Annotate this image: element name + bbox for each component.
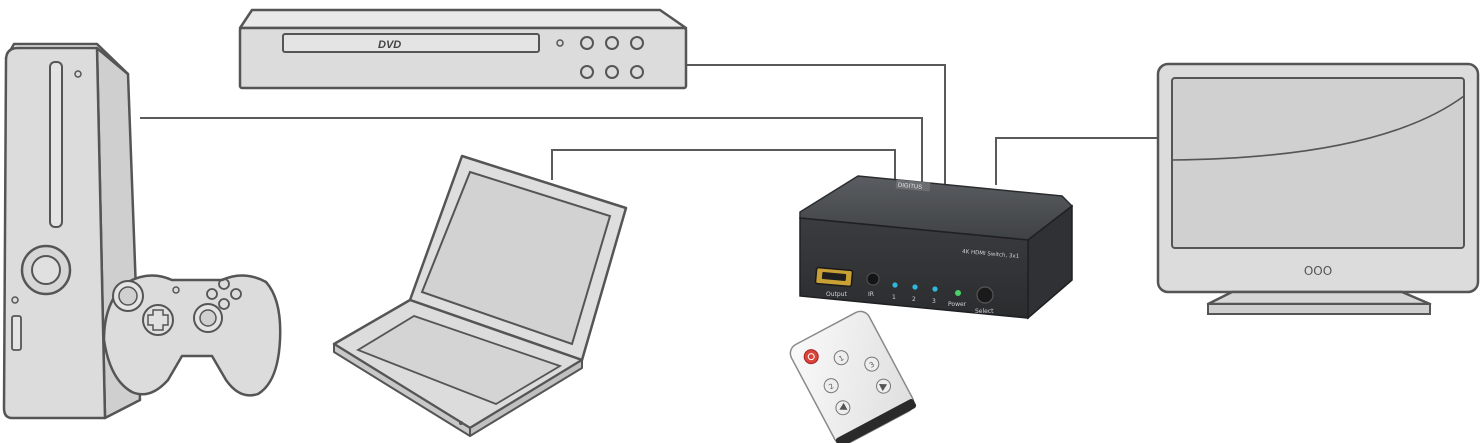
laptop: [332, 154, 628, 437]
remote-button-2[interactable]: [822, 376, 841, 395]
remote-button-3[interactable]: [862, 355, 881, 374]
dvd-player: DVD: [238, 8, 688, 90]
svg-text:3: 3: [868, 361, 876, 370]
cable-dvd: [686, 64, 946, 190]
input-led-3: [932, 286, 938, 292]
select-label: Select: [975, 308, 994, 315]
ir-sensor: [866, 272, 880, 286]
svg-text:1: 1: [838, 354, 846, 363]
svg-text:2: 2: [828, 382, 836, 391]
laptop-screen: [420, 170, 612, 346]
remote-button-1[interactable]: [832, 348, 851, 367]
power-led: [955, 290, 961, 296]
cable-tv: [995, 137, 1160, 185]
power-label: Power: [948, 301, 967, 308]
tv-stand: [1206, 290, 1432, 306]
hdmi-switch: DIGITUS 4K HDMI Switch, 3x1 Output IR 1 …: [799, 175, 1074, 320]
switch-model: 4K HDMI Switch, 3x1: [962, 249, 1020, 260]
console-disc-slot: [49, 61, 63, 228]
cables: [140, 64, 1160, 198]
input-led-2: [912, 284, 918, 290]
input-label-3: 3: [932, 298, 936, 305]
dpad: [142, 304, 174, 336]
laptop-keyboard: [355, 315, 563, 405]
tv-screen: [1171, 77, 1465, 249]
ir-label: IR: [868, 291, 874, 298]
output-label: Output: [826, 291, 847, 298]
tv-monitor: OOO: [1156, 62, 1480, 315]
dvd-logo: DVD: [378, 39, 401, 51]
input-led-1: [892, 282, 898, 288]
disc-tray: [282, 33, 540, 53]
remote-power-button[interactable]: [802, 347, 821, 366]
cable-laptop: [551, 149, 896, 198]
tv-buttons: OOO: [1304, 264, 1332, 278]
select-button[interactable]: [976, 286, 994, 304]
remote-control: 1 2 3: [789, 310, 917, 443]
game-controller: [102, 274, 282, 397]
input-label-2: 2: [912, 296, 916, 303]
switch-brand: DIGITUS: [898, 183, 923, 191]
brand-plate: [895, 179, 931, 192]
input-label-1: 1: [892, 294, 896, 301]
cable-console: [140, 117, 923, 195]
